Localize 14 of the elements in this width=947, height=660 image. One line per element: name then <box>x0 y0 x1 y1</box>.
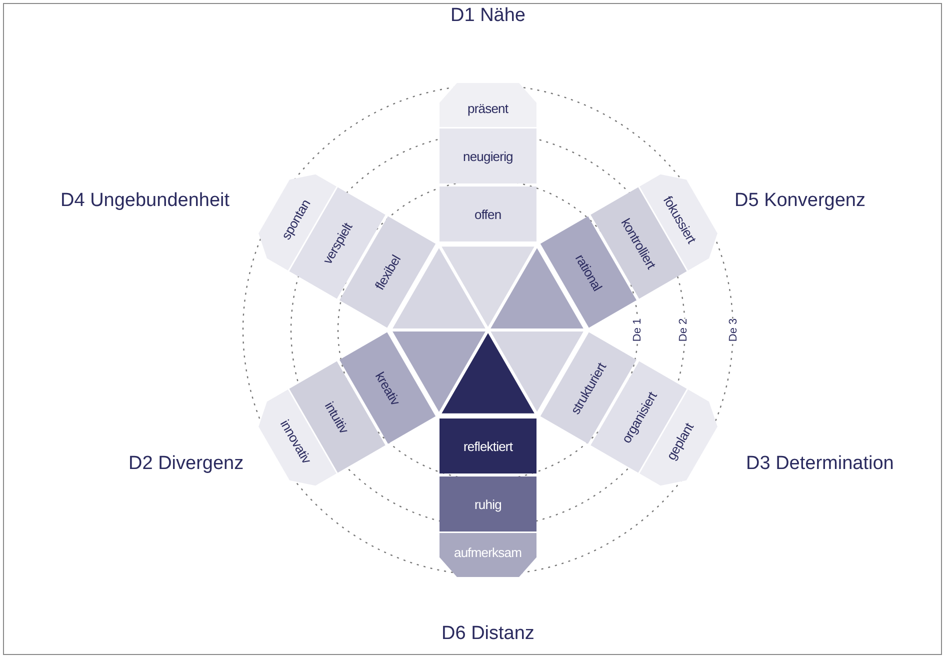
dimension-heading: D2 Divergenz <box>128 453 244 475</box>
segment-label: präsent <box>468 100 508 116</box>
dimension-heading: D1 Nähe <box>450 5 526 27</box>
ring-label: De 1 <box>631 318 644 342</box>
segment-label: ruhig <box>474 496 502 512</box>
ring-label: De 2 <box>677 318 690 342</box>
segment-label: neugierig <box>463 148 513 164</box>
segment-label: reflektiert <box>464 438 513 454</box>
ring-label: De 3 <box>727 318 740 342</box>
dimension-heading: D5 Konvergenz <box>734 190 866 212</box>
dimension-heading: D6 Distanz <box>442 623 534 645</box>
segment-label: offen <box>474 206 502 222</box>
dimension-heading: D3 Determination <box>746 453 894 475</box>
dimension-heading: D4 Ungebundenheit <box>60 190 230 212</box>
